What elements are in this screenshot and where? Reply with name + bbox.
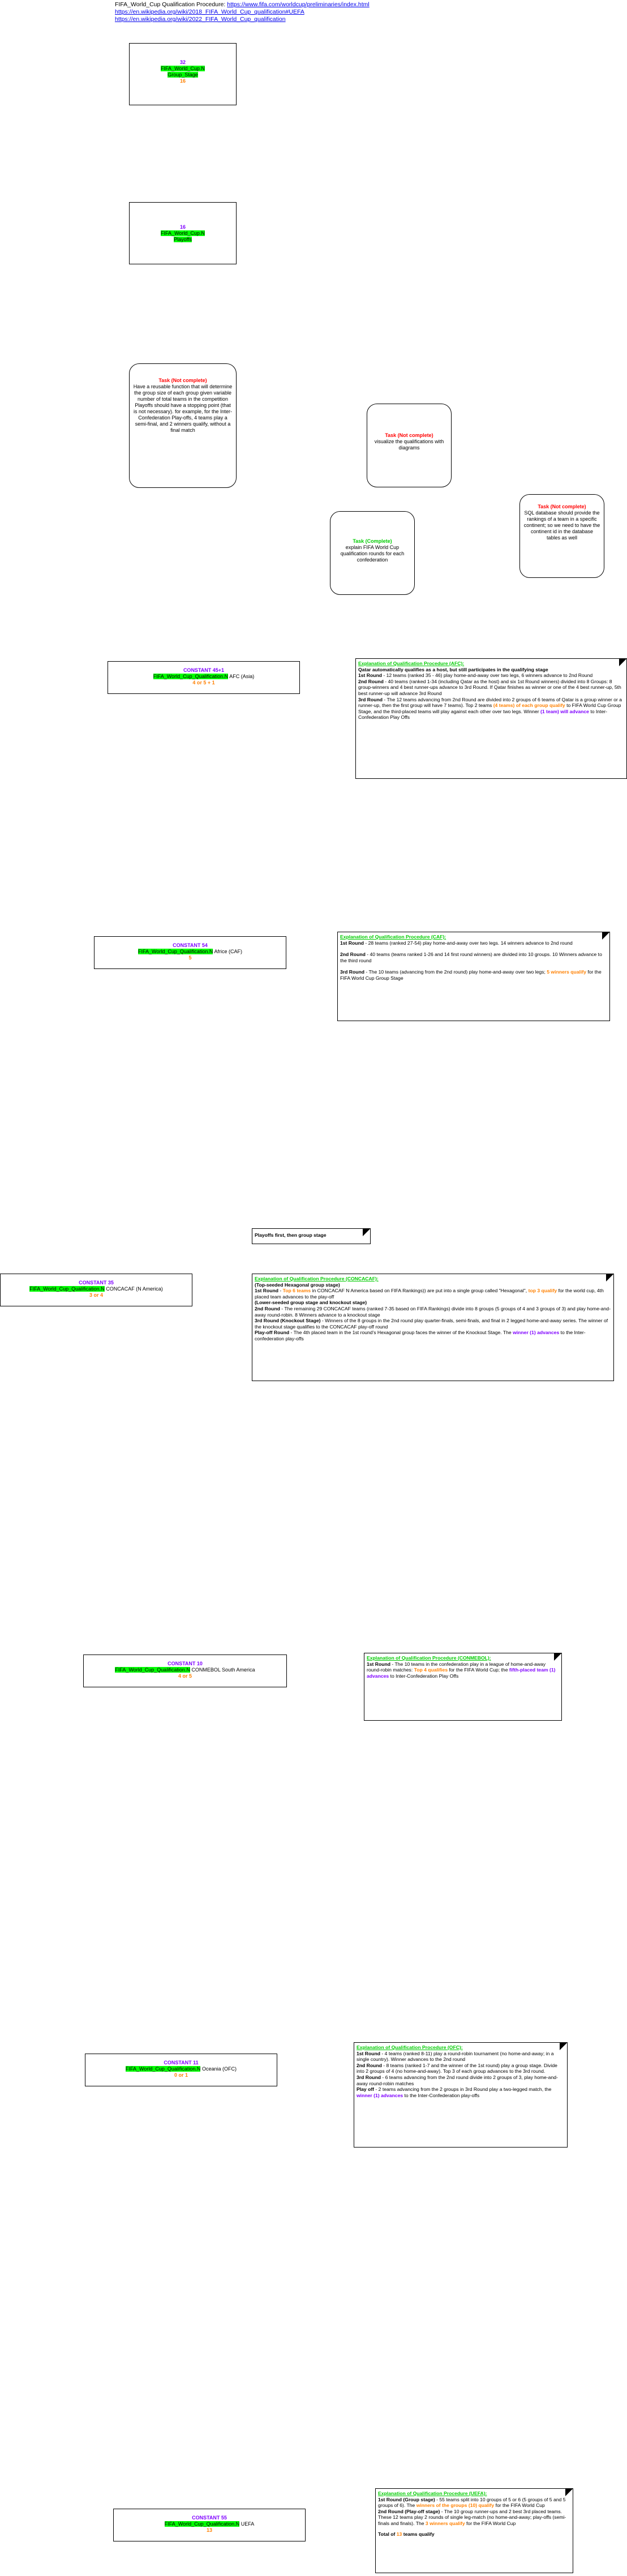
constant-tag: FIFA_World_Cup_Qualification.N [138, 949, 213, 954]
header-label: FIFA_World_Cup Qualification Procedure: [115, 1, 227, 8]
task-title: Task (Complete) [353, 538, 392, 544]
note-line: 1st Round (Group stage) - 55 teams split… [378, 2496, 566, 2509]
note-line: 3rd Round - 6 teams advancing from the 2… [357, 2074, 558, 2086]
note-line: Play off - 2 teams advancing from the 2 … [357, 2086, 552, 2098]
note-title: Explanation of Qualification Procedure (… [340, 934, 446, 940]
playoffs-sub: Playoffs [174, 237, 192, 242]
note-line: 3rd Round (Knockout Stage) - Winners of … [255, 1318, 608, 1330]
task-reusable-function[interactable]: Task (Not complete) Have a reusable func… [129, 363, 237, 488]
group-stage-sub: Group_Stage [168, 72, 198, 78]
note-line: 1st Round - 28 teams (ranked 27-54) play… [340, 940, 573, 946]
note-line: 1st Round - The 10 teams in the confeder… [367, 1661, 556, 1679]
constant-title: CONSTANT 35 [79, 1280, 114, 1285]
constant-sub: 3 or 4 [89, 1292, 103, 1298]
constant-suffix: AFC (Asia) [228, 674, 255, 679]
group-stage-count: 16 [179, 78, 186, 84]
constant-sub: 4 or 5 + 1 [192, 680, 215, 685]
note-line: (Lower-seeded group stage and knockout s… [255, 1300, 367, 1306]
task-explain-rounds[interactable]: Task (Complete) explain FIFA World Cup q… [330, 511, 415, 595]
constant-sub: 0 or 1 [174, 2072, 188, 2078]
note-line: 2nd Round - 8 teams (ranked 1-7 and the … [357, 2062, 557, 2074]
constant-title: CONSTANT 55 [192, 2515, 227, 2521]
constant-suffix: CONCACAF (N America) [104, 1286, 163, 1292]
playoffs-first-text: Playoffs first, then group stage [255, 1232, 327, 1238]
task-body: SQL database should provide the rankings… [523, 510, 600, 541]
fifa-link[interactable]: https://www.fifa.com/worldcup/preliminar… [227, 1, 370, 8]
note-line: 3rd Round - The 12 teams advancing from … [358, 696, 622, 721]
constant-tag: FIFA_World_Cup_Qualification.N [164, 2521, 240, 2527]
constant-sub: 4 or 5 [178, 1673, 192, 1679]
task-visualize[interactable]: Task (Not complete) visualize the qualif… [367, 404, 452, 487]
playoffs-box[interactable]: 16 FIFA_World_Cup.N Playoffs [129, 202, 237, 264]
constant-tag: FIFA_World_Cup_Qualification.N [29, 1286, 105, 1292]
constant-tag: FIFA_World_Cup_Qualification.N [115, 1667, 190, 1673]
constant-title: CONSTANT 11 [164, 2060, 199, 2065]
note-line: 2nd Round (Play-off stage) - The 10 grou… [378, 2508, 566, 2526]
note-conmebol: Explanation of Qualification Procedure (… [364, 1653, 562, 1721]
playoffs-number: 16 [179, 224, 186, 230]
note-line: 2nd Round - 40 teams (teams ranked 1-26 … [340, 951, 602, 963]
note-line: 1st Round - Top 6 teams in CONCACAF N Am… [255, 1288, 604, 1300]
constant-sub: 5 [188, 955, 192, 961]
constant-sub: 13 [206, 2527, 212, 2533]
task-body: visualize the qualifications with diagra… [374, 439, 444, 451]
note-caf: Explanation of Qualification Procedure (… [337, 932, 610, 1021]
task-sql-database[interactable]: Task (Not complete) SQL database should … [519, 494, 604, 578]
note-concacaf: Explanation of Qualification Procedure (… [252, 1274, 614, 1381]
group-stage-tag: FIFA_World_Cup.N [161, 66, 205, 71]
note-line: 1st Round - 4 teams (ranked 8-11) play a… [357, 2050, 554, 2063]
note-line: 1st Round - 12 teams (ranked 35 - 46) pl… [358, 672, 593, 679]
note-line: 2nd Round - 40 teams (ranked 1-34 (inclu… [358, 678, 621, 696]
note-uefa: Explanation of Qualification Procedure (… [375, 2488, 573, 2573]
constant-suffix: Oceania (OFC) [200, 2066, 237, 2072]
task-title: Task (Not complete) [158, 378, 207, 383]
note-title: Explanation of Qualification Procedure (… [367, 1655, 491, 1661]
constant-suffix: UEFA [239, 2521, 255, 2527]
constant-conmebol-box[interactable]: CONSTANT 10 FIFA_World_Cup_Qualification… [83, 1655, 287, 1687]
task-title: Task (Not complete) [385, 432, 433, 438]
constant-uefa-box[interactable]: CONSTANT 55 FIFA_World_Cup_Qualification… [113, 2509, 306, 2541]
task-body: explain FIFA World Cup qualification rou… [340, 545, 405, 563]
note-ofc: Explanation of Qualification Procedure (… [354, 2042, 568, 2148]
note-line: Play-off Round - The 4th placed team in … [255, 1330, 586, 1341]
note-line: 2nd Round - The remaining 29 CONCACAF te… [255, 1305, 611, 1318]
constant-title: CONSTANT 10 [168, 1661, 203, 1666]
constant-suffix: CONMEBOL South America [190, 1667, 255, 1673]
constant-ofc-box[interactable]: CONSTANT 11 FIFA_World_Cup_Qualification… [85, 2054, 277, 2086]
wikipedia-2018-link[interactable]: https://en.wikipedia.org/wiki/2018_FIFA_… [115, 8, 304, 15]
note-title: Explanation of Qualification Procedure (… [378, 2491, 487, 2496]
note-title: Explanation of Qualification Procedure (… [357, 2044, 463, 2050]
constant-caf-box[interactable]: CONSTANT 54 FIFA_World_Cup_Qualification… [94, 936, 286, 969]
note-afc: Explanation of Qualification Procedure (… [355, 658, 627, 779]
note-line: 3rd Round - The 10 teams (advancing from… [340, 969, 602, 981]
constant-title: CONSTANT 45+1 [183, 667, 225, 673]
note-title: Explanation of Qualification Procedure (… [255, 1276, 379, 1281]
group-stage-number: 32 [179, 59, 186, 65]
note-line: Qatar automatically qualifies as a host,… [358, 666, 548, 672]
constant-afc-box[interactable]: CONSTANT 45+1 FIFA_World_Cup_Qualificati… [108, 661, 300, 694]
constant-title: CONSTANT 54 [173, 942, 208, 948]
constant-concacaf-box[interactable]: CONSTANT 35 FIFA_World_Cup_Qualification… [0, 1274, 192, 1306]
task-body: Have a reusable function that will deter… [133, 384, 233, 433]
note-title: Explanation of Qualification Procedure (… [358, 661, 465, 666]
task-title: Task (Not complete) [538, 504, 586, 509]
group-stage-box[interactable]: 32 FIFA_World_Cup.N Group_Stage 16 [129, 43, 237, 105]
constant-tag: FIFA_World_Cup_Qualification.N [126, 2066, 201, 2072]
note-line: (Top-seeded Hexagonal group stage) [255, 1281, 340, 1288]
header-links: FIFA_World_Cup Qualification Procedure: … [115, 1, 370, 23]
note-line: Total of 13 teams qualify [378, 2531, 435, 2537]
wikipedia-2022-link[interactable]: https://en.wikipedia.org/wiki/2022_FIFA_… [115, 16, 286, 23]
constant-tag: FIFA_World_Cup_Qualification.N [153, 674, 229, 679]
playoffs-first-note: Playoffs first, then group stage [252, 1228, 371, 1244]
constant-suffix: Africe (CAF) [213, 949, 242, 954]
playoffs-tag: FIFA_World_Cup.N [161, 230, 205, 236]
